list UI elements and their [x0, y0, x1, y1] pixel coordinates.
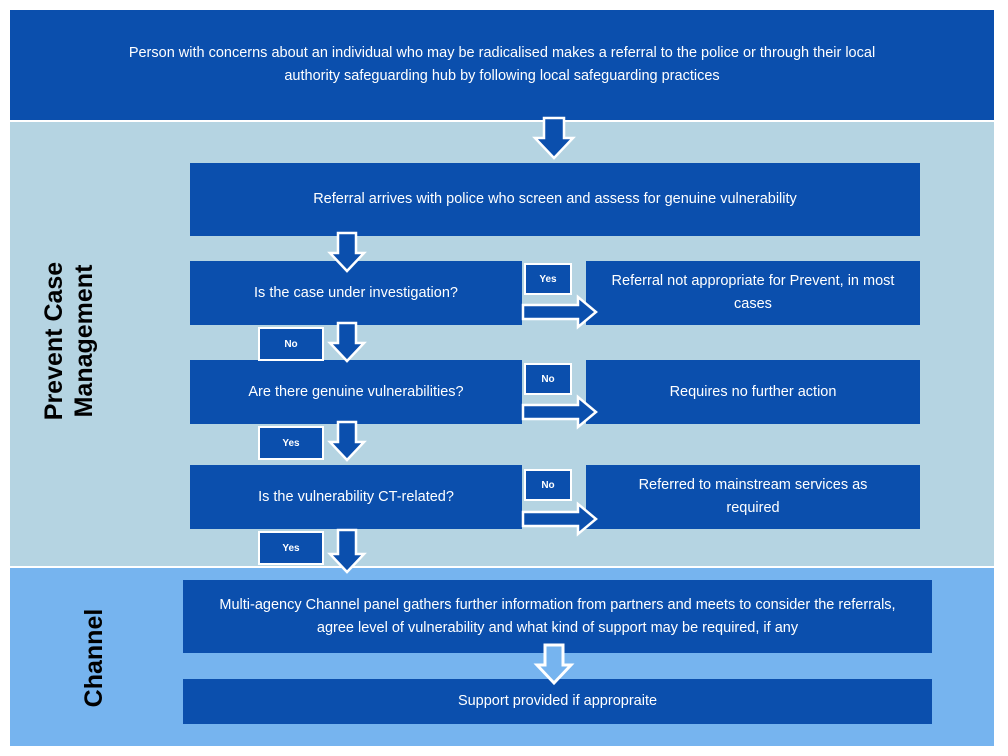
down-arrow-1 [327, 231, 367, 273]
outcome-box-3: Referred to mainstream services as requi… [586, 465, 920, 529]
support-text: Support provided if appropraite [457, 693, 658, 709]
down-tag-1: No [258, 327, 324, 361]
prevent-section-label: Prevent Case Management [39, 241, 101, 441]
channel-panel-box: Multi-agency Channel panel gathers furth… [183, 580, 932, 653]
side-tag-1: Yes [524, 263, 572, 295]
question-text-2: Are there genuine vulnerabilities? [248, 383, 464, 400]
right-arrow-2 [521, 394, 598, 430]
support-box: Support provided if appropraite [183, 679, 932, 724]
outcome-text-3: Referred to mainstream services as requi… [638, 477, 868, 516]
side-tag-2: No [524, 363, 572, 395]
down-tag-2: Yes [258, 426, 324, 460]
channel-panel-text: Multi-agency Channel panel gathers furth… [219, 596, 896, 636]
outcome-text-1: Referral not appropriate for Prevent, in… [611, 273, 895, 312]
channel-section-label: Channel [79, 598, 111, 718]
outcome-text-2: Requires no further action [669, 383, 837, 400]
outcome-box-1: Referral not appropriate for Prevent, in… [586, 261, 920, 325]
down-arrow-2 [327, 321, 367, 363]
down-arrow-channel [533, 643, 575, 686]
down-tag-3: Yes [258, 531, 324, 565]
question-text-1: Is the case under investigation? [254, 284, 458, 301]
side-tag-3: No [524, 469, 572, 501]
down-arrow-3 [327, 420, 367, 462]
referral-start-box: Person with concerns about an individual… [10, 10, 994, 120]
referral-arrives-box: Referral arrives with police who screen … [190, 163, 920, 236]
question-box-1: Is the case under investigation? [190, 261, 522, 325]
question-text-3: Is the vulnerability CT-related? [258, 488, 454, 505]
right-arrow-3 [521, 501, 598, 537]
right-arrow-1 [521, 294, 598, 330]
prevent-label-line1: Prevent Case [40, 261, 68, 421]
referral-arrives-text: Referral arrives with police who screen … [313, 191, 797, 207]
prevent-label-line2: Management [70, 264, 98, 418]
outcome-box-2: Requires no further action [586, 360, 920, 424]
down-arrow-top [532, 116, 576, 160]
question-box-3: Is the vulnerability CT-related? [190, 465, 522, 529]
question-box-2: Are there genuine vulnerabilities? [190, 360, 522, 424]
referral-start-text: Person with concerns about an individual… [128, 45, 876, 84]
channel-label-text: Channel [80, 608, 108, 708]
down-arrow-4 [327, 528, 367, 574]
